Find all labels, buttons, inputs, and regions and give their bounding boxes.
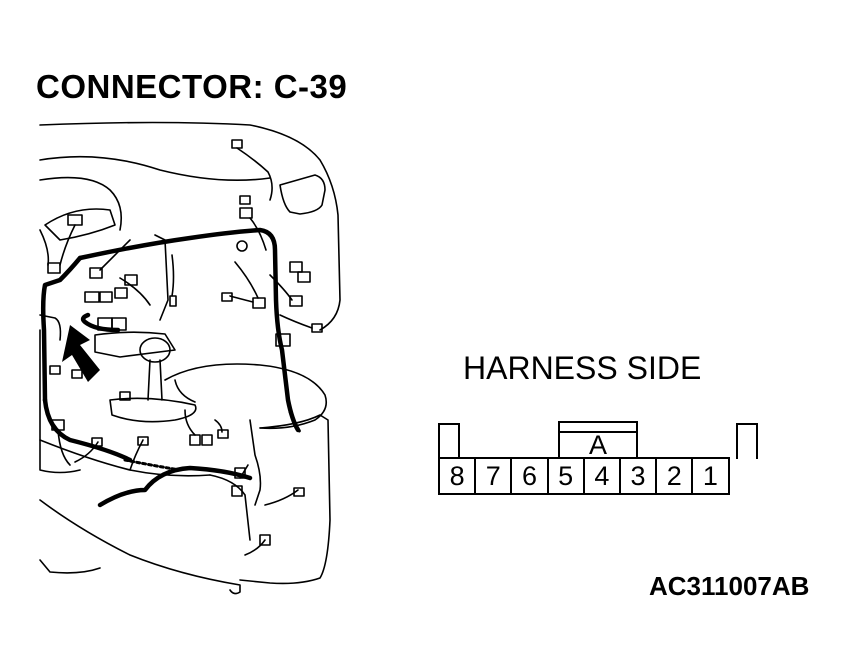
connector-face: A 8 7 6 5 4 3 2 1 — [438, 421, 760, 499]
connector-pin: 1 — [691, 457, 730, 495]
connector-key-label: A — [588, 430, 607, 460]
figure-code: AC311007AB — [649, 571, 810, 601]
connector-right-tab — [736, 423, 758, 459]
connector-pin: 8 — [438, 457, 477, 495]
connector-title: CONNECTOR: C-39 — [36, 68, 348, 105]
connector-pin: 2 — [655, 457, 694, 495]
connector-left-tab — [438, 423, 460, 459]
connector-pin: 5 — [546, 457, 585, 495]
connector-key-line — [560, 431, 636, 433]
connector-pin: 4 — [582, 457, 621, 495]
connector-pin: 6 — [510, 457, 549, 495]
connector-key: A — [558, 421, 638, 459]
connector-pin-row: 8 7 6 5 4 3 2 1 — [438, 457, 730, 495]
connector-pin: 3 — [618, 457, 658, 495]
connector-pin: 7 — [474, 457, 513, 495]
harness-side-label: HARNESS SIDE — [463, 350, 702, 386]
